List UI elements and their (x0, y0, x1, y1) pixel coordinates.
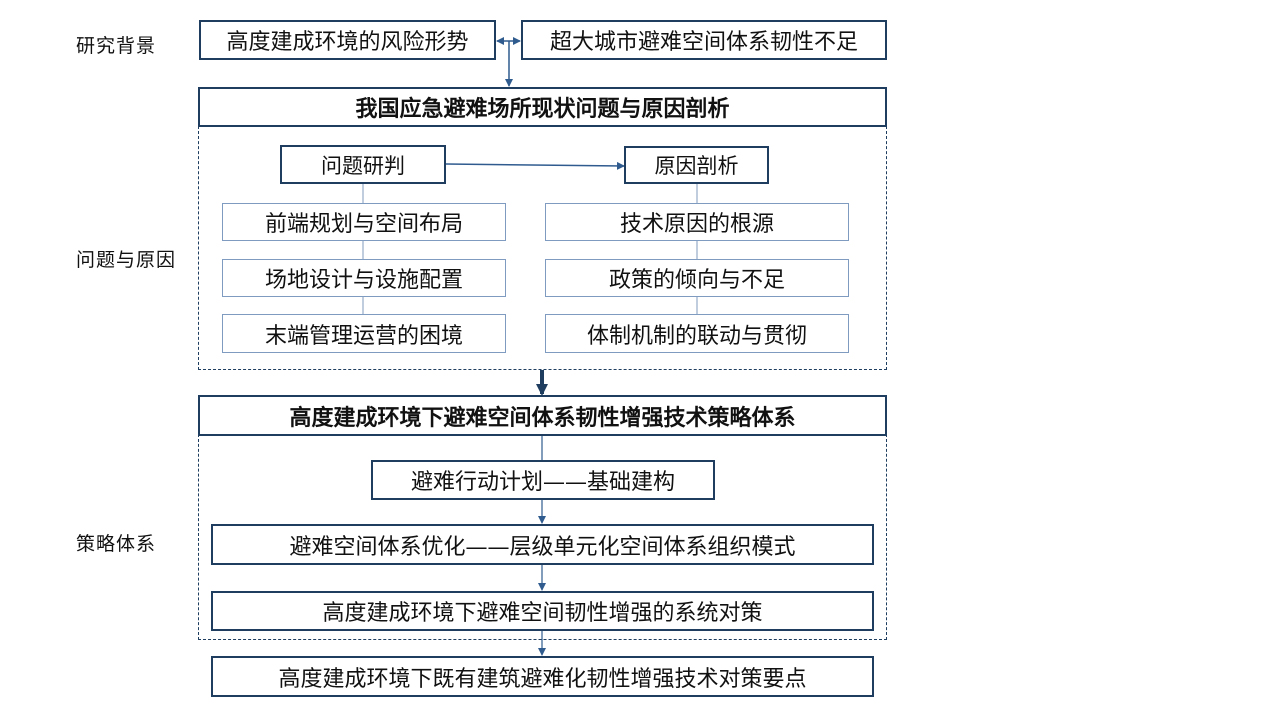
problem-item: 前端规划与空间布局 (222, 203, 506, 241)
background-box-risk-label: 高度建成环境的风险形势 (226, 30, 469, 55)
cause-item-label: 体制机制的联动与贯彻 (586, 323, 807, 349)
strategy-step-3-label: 高度建成环境下避难空间韧性增强的系统对策 (322, 601, 763, 626)
problem-title-label: 问题研判 (321, 153, 405, 178)
cause-item: 技术原因的根源 (545, 203, 849, 241)
cause-item-label: 政策的倾向与不足 (608, 268, 785, 293)
cause-title-label: 原因剖析 (654, 154, 739, 178)
cause-item-label: 技术原因的根源 (619, 212, 774, 237)
strategy-step-2: 避难空间体系优化——层级单元化空间体系组织模式 (211, 524, 874, 565)
final-box-label: 高度建成环境下既有建筑避难化韧性增强技术对策要点 (278, 666, 807, 692)
strategy-step-1-label: 避难行动计划——基础建构 (410, 470, 675, 495)
background-box-risk: 高度建成环境的风险形势 (199, 20, 496, 60)
background-box-resilience-label: 超大城市避难空间体系韧性不足 (549, 30, 858, 55)
strategy-step-2-label: 避难空间体系优化——层级单元化空间体系组织模式 (289, 534, 796, 560)
side-label-problems: 问题与原因 (76, 249, 177, 271)
problem-item: 末端管理运营的困境 (222, 314, 506, 353)
problem-item-label: 前端规划与空间布局 (264, 212, 463, 237)
problem-item: 场地设计与设施配置 (222, 259, 506, 297)
cause-item: 体制机制的联动与贯彻 (545, 314, 849, 353)
final-box: 高度建成环境下既有建筑避难化韧性增强技术对策要点 (211, 656, 874, 697)
side-label-strategy: 策略体系 (76, 533, 157, 555)
arrow-problem-to-cause (445, 161, 625, 170)
problem-item-label: 末端管理运营的困境 (264, 323, 463, 349)
background-box-resilience: 超大城市避难空间体系韧性不足 (521, 20, 887, 60)
problem-title-box: 问题研判 (280, 145, 446, 184)
strategy-step-1: 避难行动计划——基础建构 (371, 460, 715, 500)
cause-title-box: 原因剖析 (624, 146, 769, 184)
cause-item: 政策的倾向与不足 (545, 259, 849, 297)
analysis-header: 我国应急避难场所现状问题与原因剖析 (198, 87, 887, 127)
strategy-step-3: 高度建成环境下避难空间韧性增强的系统对策 (211, 591, 874, 631)
side-label-background: 研究背景 (76, 35, 157, 57)
strategy-header: 高度建成环境下避难空间体系韧性增强技术策略体系 (198, 395, 887, 436)
analysis-header-label: 我国应急避难场所现状问题与原因剖析 (355, 96, 730, 122)
problem-item-label: 场地设计与设施配置 (264, 268, 463, 293)
strategy-header-label: 高度建成环境下避难空间体系韧性增强技术策略体系 (289, 404, 796, 431)
